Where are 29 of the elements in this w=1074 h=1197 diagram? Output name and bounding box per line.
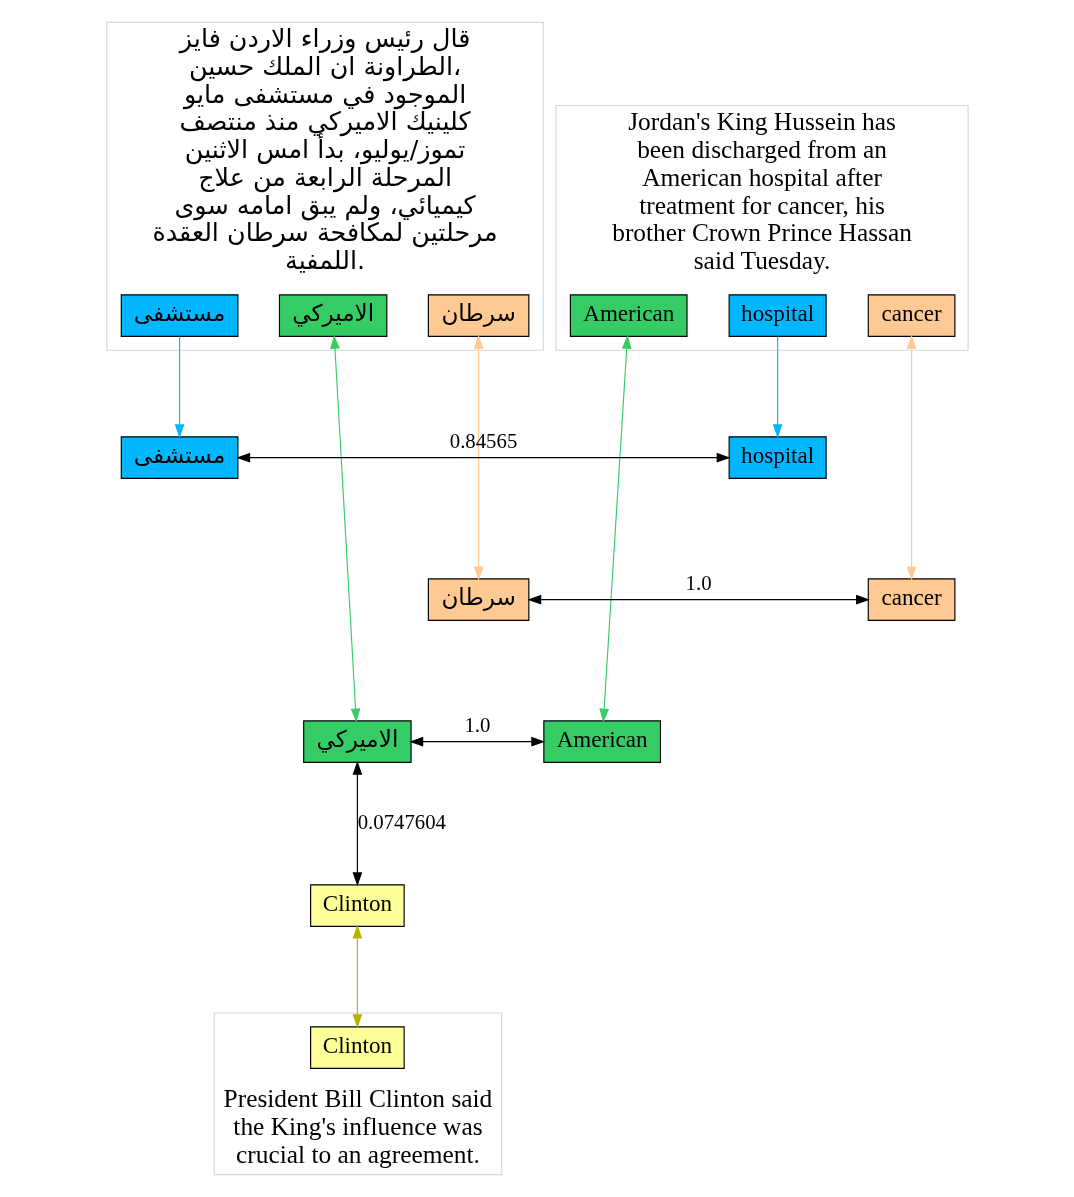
arrow (906, 334, 916, 581)
node-box: الاميركي (302, 720, 412, 764)
arrow (526, 594, 870, 605)
edge-label: 0.84565 (449, 428, 517, 452)
node-box: cancer (867, 294, 955, 337)
arrow (235, 452, 730, 463)
edge-label: 1.0 (685, 570, 712, 594)
arrow (408, 736, 545, 747)
node-box: Clinton (309, 884, 405, 927)
arrow (352, 924, 362, 1029)
arrow (598, 334, 632, 723)
arrow (352, 760, 362, 887)
node-box: سرطان (427, 294, 529, 337)
node-box: الاميركي (278, 294, 387, 337)
arrow (473, 334, 483, 581)
node-box: Clinton (309, 1026, 405, 1069)
node-box: مستشفى (120, 436, 238, 479)
node-box: hospital (728, 294, 827, 337)
node-box: سرطان (427, 578, 529, 621)
arrow (772, 335, 782, 439)
edge-label: 1.0 (463, 712, 490, 736)
node-box: cancer (867, 578, 955, 621)
edge-label: 0.0747604 (357, 809, 446, 833)
node-box: American (542, 720, 661, 764)
node-box: hospital (728, 436, 827, 479)
arrow (329, 334, 360, 723)
node-box: مستشفى (120, 294, 238, 337)
node-box: American (569, 294, 688, 337)
arrow (174, 335, 184, 439)
